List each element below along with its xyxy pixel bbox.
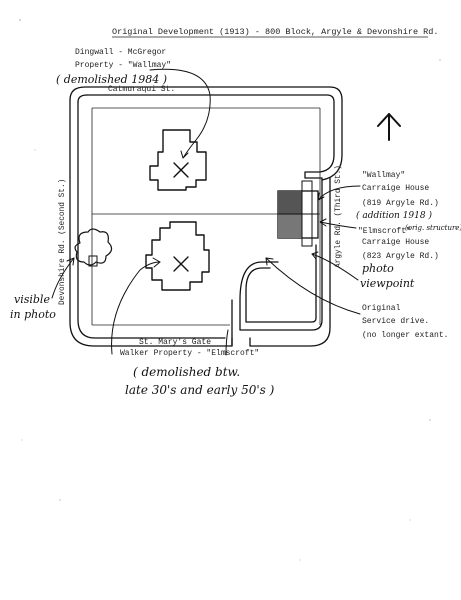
- elmscroft-demolished-line2: late 30's and early 50's ): [125, 383, 275, 397]
- north-arrow-icon: [377, 113, 401, 141]
- street-label-left: Devonshire Rd. (Second St.): [59, 179, 67, 305]
- photo-viewpoint-line1: photo: [362, 262, 394, 275]
- visible-in-photo-line2: in photo: [10, 308, 56, 321]
- carriage-houses: [277, 180, 319, 247]
- carriage-elmscroft-line1: "Elmscroft": [358, 227, 411, 236]
- elmscroft-house-footprint: [145, 221, 210, 291]
- carriage-wallmay-line3: (819 Argyle Rd.): [362, 199, 439, 208]
- carriage-wallmay-addition: ( addition 1918 ): [356, 210, 432, 221]
- street-label-bottom: St. Mary's Gate: [139, 338, 211, 347]
- wallmay-owner-line2: Property - "Wallmay": [75, 61, 171, 70]
- carriage-wallmay-line2: Carraige House: [362, 184, 429, 193]
- carriage-elmscroft-orig: (orig. structure): [405, 224, 461, 232]
- diagram-title: Original Development (1913) - 800 Block,…: [112, 27, 438, 37]
- street-label-top: Catmuraqui St.: [108, 85, 175, 94]
- carriage-elmscroft-line3: (823 Argyle Rd.): [362, 252, 439, 261]
- street-label-right: Argyle Rd. (Third St.): [335, 165, 343, 268]
- wallmay-demolished-note: ( demolished 1984 ): [56, 73, 167, 86]
- scan-noise: [19, 19, 441, 561]
- wallmay-owner-line1: Dingwall - McGregor: [75, 48, 166, 57]
- elmscroft-demolished-line1: ( demolished btw.: [133, 365, 240, 379]
- carriage-elmscroft-line2: Carraige House: [362, 238, 429, 247]
- tree-icon: [74, 228, 113, 267]
- service-drive-line3: (no longer extant.: [362, 331, 448, 340]
- visible-in-photo-line1: visible: [14, 293, 50, 306]
- service-drive-line1: Original: [362, 304, 401, 313]
- service-drive-line2: Service drive.: [362, 317, 429, 326]
- leader-arrows: [51, 68, 361, 356]
- wallmay-house-footprint: [149, 129, 207, 191]
- walker-owner-label: Walker Property - "Elmscroft": [120, 349, 259, 358]
- carriage-wallmay-line1: "Wallmay": [362, 171, 405, 180]
- photo-viewpoint-line2: viewpoint: [360, 277, 415, 290]
- block-perimeter-road: [69, 86, 343, 347]
